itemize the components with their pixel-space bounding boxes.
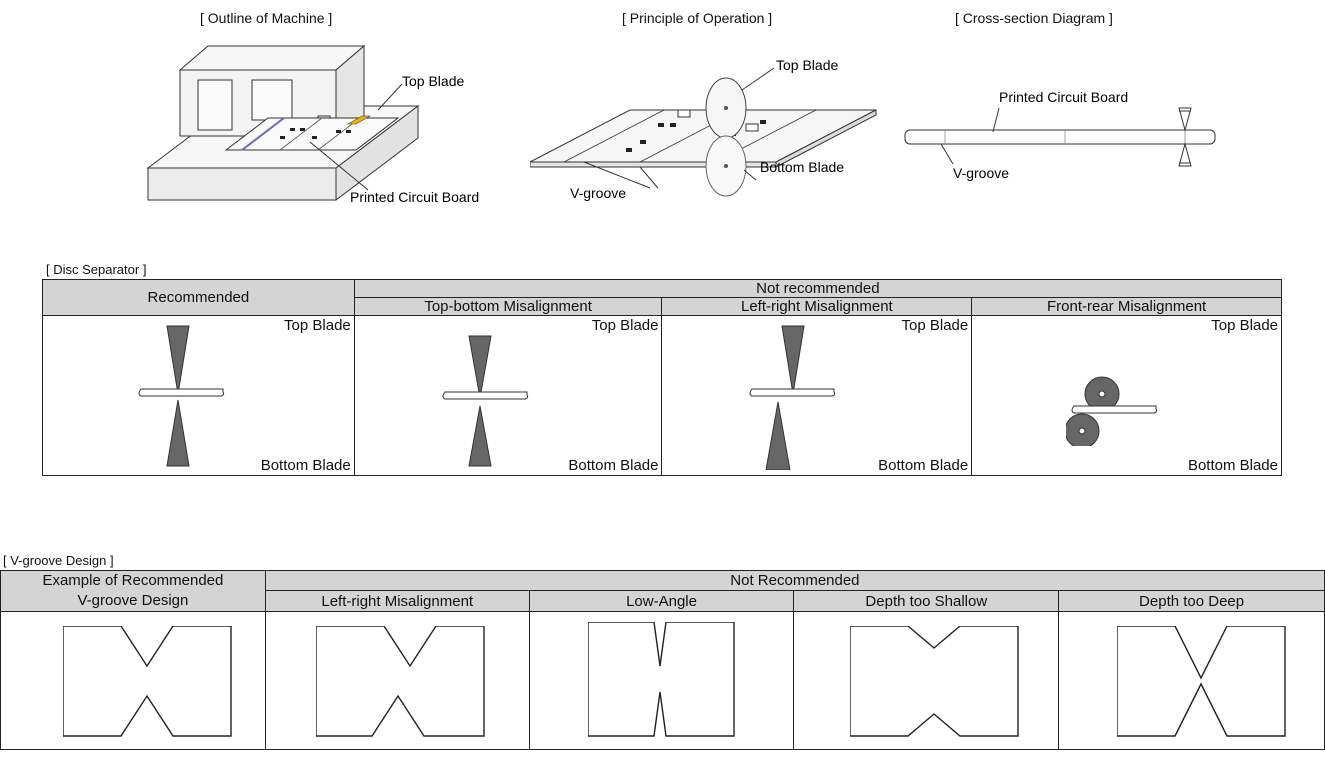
left-right-blades-diagram: [749, 325, 836, 470]
vgroove-design-title: [ V-groove Design ]: [3, 553, 114, 568]
bottom-blade-label: Bottom Blade: [568, 457, 659, 474]
vgroove-recommended-profile: [63, 626, 232, 737]
disc-col-left-right: Left-right Misalignment: [661, 297, 973, 316]
vg-not-recommended-header: Not Recommended: [264, 570, 1325, 591]
disc-cell-left-right: Top Blade Bottom Blade: [661, 315, 973, 476]
cross-caption: [ Cross-section Diagram ]: [955, 10, 1113, 26]
vg-example-header-line2: V-groove Design: [0, 590, 266, 612]
disc-col-top-bottom: Top-bottom Misalignment: [353, 297, 663, 316]
vgroove-left-right-profile: [315, 626, 485, 737]
principle-illustration: Top Blade Bottom Blade V-groove: [530, 57, 877, 201]
top-blade-label: Top Blade: [901, 317, 969, 334]
vg-cell-left-right: [264, 611, 530, 750]
principle-vgroove-label: V-groove: [570, 185, 626, 201]
vg-col-low-angle: Low-Angle: [528, 590, 795, 612]
cross-pcb-label: Printed Circuit Board: [999, 89, 1128, 105]
principle-caption: [ Principle of Operation ]: [622, 10, 773, 26]
bottom-blade-label: Bottom Blade: [260, 457, 351, 474]
vg-cell-deep: [1058, 611, 1325, 750]
principle-top-blade-label: Top Blade: [776, 57, 838, 73]
cross-section-illustration: Printed Circuit Board V-groove: [904, 89, 1216, 181]
vg-cell-shallow: [793, 611, 1060, 750]
vg-col-left-right: Left-right Misalignment: [264, 590, 530, 612]
outline-caption: [ Outline of Machine ]: [200, 10, 333, 26]
disc-cell-recommended: Top Blade Bottom Blade: [42, 315, 355, 476]
vg-example-header-line1: Example of Recommended: [0, 570, 266, 591]
vgroove-deep-profile: [1117, 626, 1286, 737]
bottom-blade-label: Bottom Blade: [1187, 457, 1278, 474]
disc-separator-table: Recommended Not recommended Top-bottom M…: [42, 279, 1283, 476]
vg-col-deep: Depth too Deep: [1058, 590, 1325, 612]
disc-recommended-header: Recommended: [42, 279, 355, 316]
vg-col-shallow: Depth too Shallow: [793, 590, 1060, 612]
vgroove-design-table: Example of Recommended Not Recommended V…: [0, 570, 1325, 750]
disc-not-recommended-header: Not recommended: [353, 279, 1283, 298]
vgroove-shallow-profile: [850, 626, 1020, 737]
vgroove-low-angle-profile: [587, 622, 735, 737]
disc-col-front-rear: Front-rear Misalignment: [971, 297, 1282, 316]
top-bottom-blades-diagram: [442, 335, 528, 467]
vg-cell-recommended: [0, 611, 266, 750]
top-blade-label: Top Blade: [591, 317, 659, 334]
bottom-blade-label: Bottom Blade: [878, 457, 969, 474]
disc-cell-front-rear: Top Blade Bottom Blade: [971, 315, 1282, 476]
machine-pcb-label: Printed Circuit Board: [350, 189, 479, 205]
machine-top-blade-label: Top Blade: [402, 73, 464, 89]
disc-cell-top-bottom: Top Blade Bottom Blade: [353, 315, 663, 476]
vg-cell-low-angle: [528, 611, 795, 750]
top-blade-label: Top Blade: [284, 317, 351, 334]
top-blade-label: Top Blade: [1211, 317, 1278, 334]
principle-bottom-blade-label: Bottom Blade: [760, 159, 844, 175]
machine-outline-illustration: Top Blade Printed Circuit Board: [146, 44, 479, 205]
front-rear-blades-diagram: [1066, 376, 1158, 446]
recommended-blades-diagram: [138, 325, 225, 467]
disc-separator-title: [ Disc Separator ]: [46, 262, 147, 277]
cross-vgroove-label: V-groove: [953, 165, 1009, 181]
